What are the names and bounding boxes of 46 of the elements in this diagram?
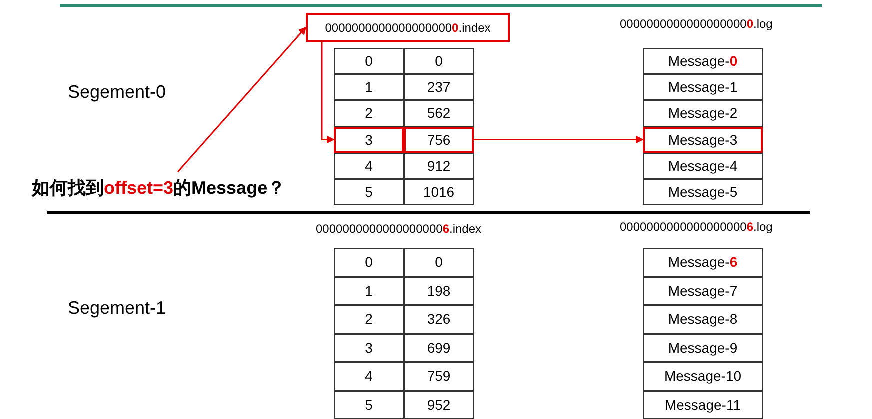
table-cell: Message-5 xyxy=(643,179,763,206)
table-cell: 2 xyxy=(334,100,404,127)
table-cell: 5 xyxy=(334,179,404,206)
file-name: 00000000000000000000.log xyxy=(620,17,773,31)
arrow xyxy=(177,26,307,172)
table-cell: 1 xyxy=(334,276,404,305)
table-cell: 237 xyxy=(404,74,474,100)
arrow xyxy=(474,136,644,144)
table-cell: Message-10 xyxy=(643,362,763,390)
table-cell: 562 xyxy=(404,100,474,127)
file-name: 00000000000000000000.index xyxy=(306,13,510,42)
table-cell: 0 xyxy=(334,48,404,74)
table-cell: 4 xyxy=(334,362,404,390)
table-cell: 0 xyxy=(334,248,404,276)
table-cell: 0 xyxy=(404,48,474,74)
table-cell: 3 xyxy=(334,334,404,362)
segment-label: Segement-1 xyxy=(68,298,166,319)
table-cell: 952 xyxy=(404,390,474,419)
table-cell: Message-0 xyxy=(643,48,763,74)
table-cell: 912 xyxy=(404,152,474,179)
table-cell: Message-2 xyxy=(643,100,763,127)
segment-label: Segement-0 xyxy=(68,82,166,103)
table-cell: 0 xyxy=(404,248,474,276)
table-cell: 198 xyxy=(404,276,474,305)
table-cell: 756 xyxy=(404,126,474,153)
table-cell: Message-7 xyxy=(643,276,763,305)
table-cell: 1016 xyxy=(404,179,474,206)
table-cell: Message-8 xyxy=(643,305,763,334)
table-cell: Message-3 xyxy=(643,126,763,153)
table-cell: 1 xyxy=(334,74,404,100)
table-cell: 2 xyxy=(334,305,404,334)
table-cell: 4 xyxy=(334,152,404,179)
table-cell: Message-9 xyxy=(643,334,763,362)
table-cell: 5 xyxy=(334,390,404,419)
table-cell: Message-4 xyxy=(643,152,763,179)
table-cell: Message-6 xyxy=(643,248,763,276)
file-name: 00000000000000000006.index xyxy=(316,222,482,236)
table-cell: 759 xyxy=(404,362,474,390)
table-cell: 3 xyxy=(334,126,404,153)
table-cell: 699 xyxy=(404,334,474,362)
table-cell: Message-11 xyxy=(643,390,763,419)
file-name: 00000000000000000006.log xyxy=(620,220,773,234)
arrow xyxy=(321,42,335,144)
table-cell: 326 xyxy=(404,305,474,334)
table-cell: Message-1 xyxy=(643,74,763,100)
question-text: 如何找到offset=3的Message？ xyxy=(32,174,322,202)
